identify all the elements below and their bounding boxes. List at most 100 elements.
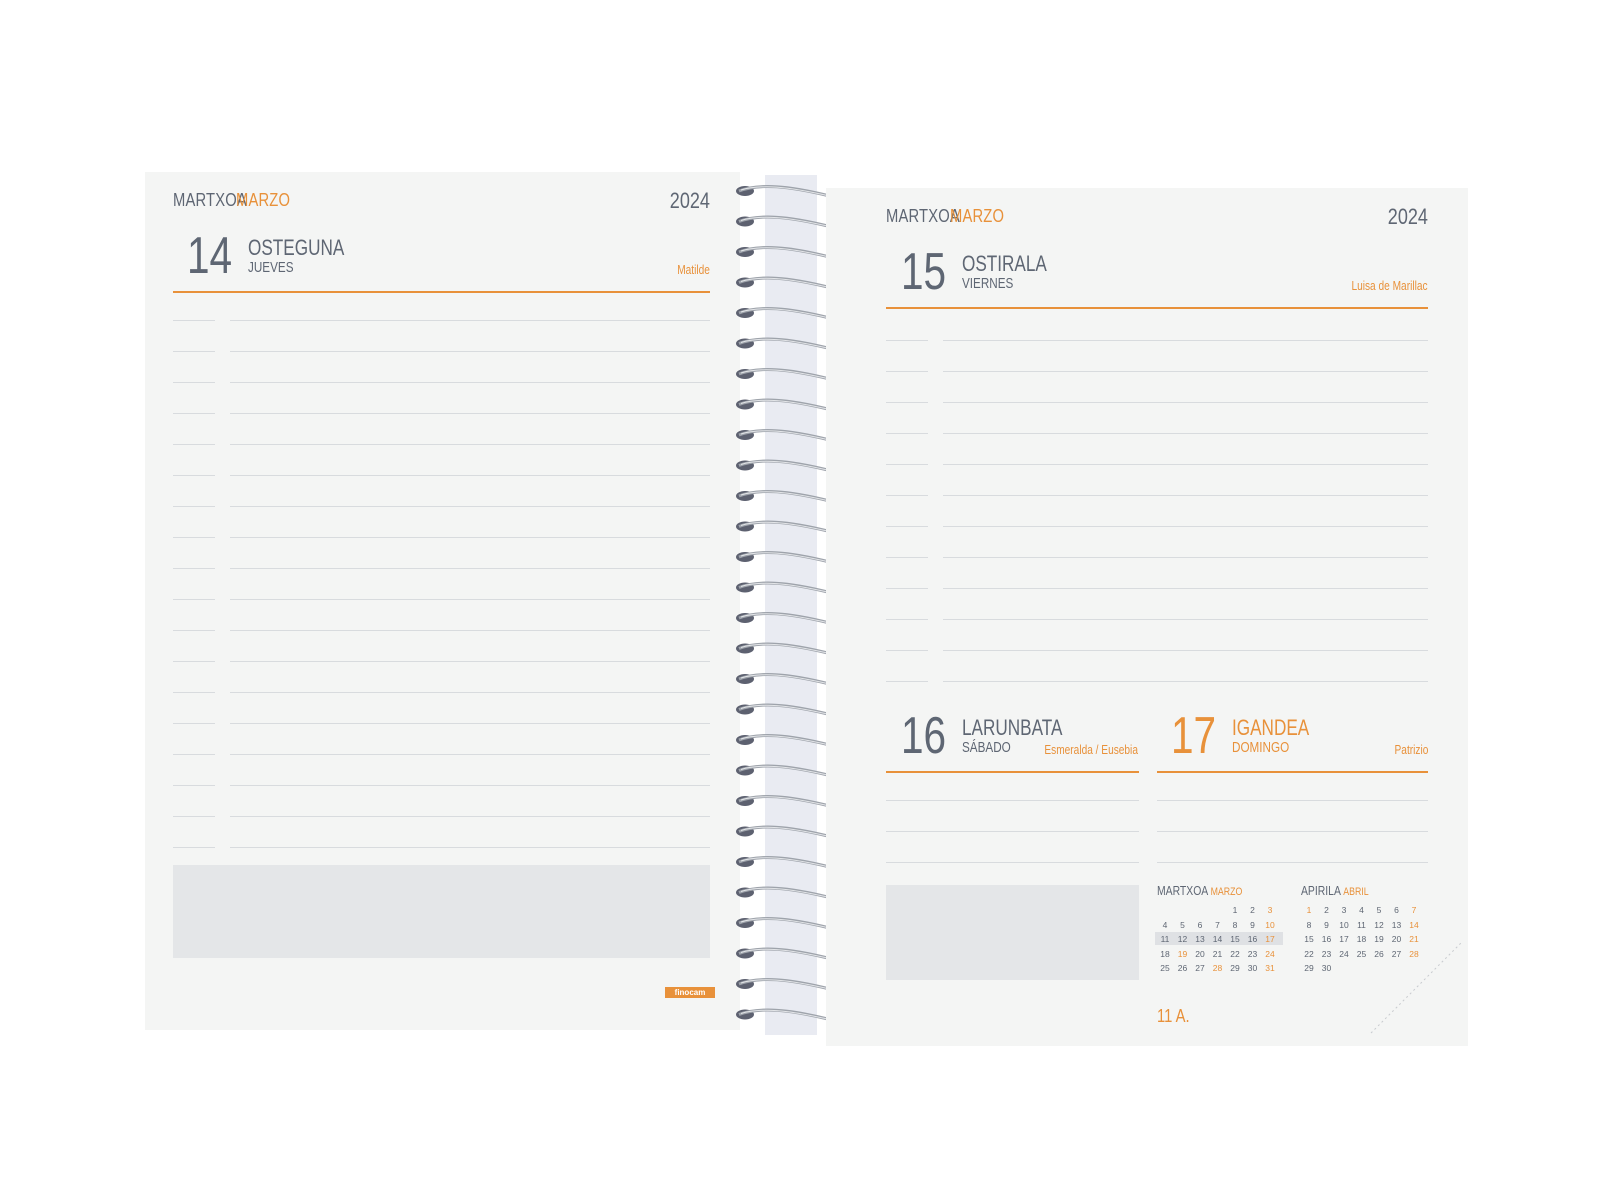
sunday-day-name-eu: IGANDEA (1232, 715, 1310, 740)
saturday-rule (886, 771, 1139, 773)
mini-cal-day: 8 (1232, 919, 1238, 930)
hour-line (173, 816, 215, 817)
writing-line (886, 862, 1139, 863)
hour-line (886, 340, 928, 341)
mini-cal-day: 14 (1409, 919, 1419, 930)
writing-line (943, 433, 1428, 434)
mini-cal-day: 1 (1232, 905, 1238, 915)
writing-line (230, 568, 710, 569)
mini-cal-day: 10 (1339, 919, 1349, 930)
mini-cal-day: 11 (1357, 919, 1366, 930)
hour-line (886, 557, 928, 558)
sunday-day-name-es: DOMINGO (1232, 739, 1290, 756)
mini-cal-march-title: MARTXOA MARZO (1157, 883, 1242, 898)
writing-line (230, 475, 710, 476)
mini-cal-day: 25 (1356, 948, 1367, 959)
mini-cal-day: 9 (1324, 919, 1329, 930)
mini-cal-day: 7 (1215, 919, 1220, 930)
mini-cal-day: 23 (1247, 948, 1258, 959)
saturday-day-name-es: SÁBADO (962, 739, 1011, 756)
sunday-rule (1157, 771, 1428, 773)
mini-cal-day: 19 (1374, 934, 1384, 944)
sunday-saint: Patrizio (1394, 742, 1428, 757)
mini-cal-day: 16 (1321, 934, 1332, 944)
writing-line (943, 495, 1428, 496)
hour-line (886, 402, 928, 403)
mini-cal-day: 13 (1391, 919, 1402, 930)
mini-cal-day: 8 (1306, 919, 1312, 930)
mini-cal-day: 15 (1230, 934, 1240, 944)
hour-line (173, 506, 215, 507)
writing-line (943, 464, 1428, 465)
writing-line (230, 723, 710, 724)
writing-line (943, 526, 1428, 527)
left-notes-box (173, 865, 710, 958)
right-month-eu: MARTXOA (886, 206, 960, 226)
hour-line (173, 599, 215, 600)
saturday-saint: Esmeralda / Eusebia (1044, 742, 1138, 757)
mini-cal-march-title-eu: MARTXOA (1157, 883, 1208, 898)
mini-cal-day: 17 (1265, 934, 1275, 944)
mini-cal-day: 3 (1341, 905, 1347, 915)
mini-cal-day: 14 (1212, 934, 1223, 944)
writing-line (230, 506, 710, 507)
mini-cal-day: 4 (1359, 905, 1364, 915)
mini-cal-day: 2 (1324, 905, 1329, 915)
mini-cal-day: 31 (1265, 963, 1275, 973)
hour-line (173, 382, 215, 383)
mini-cal-april-title-eu: APIRILA (1301, 883, 1341, 898)
mini-cal-day: 12 (1374, 919, 1384, 930)
writing-line (943, 371, 1428, 372)
writing-line (230, 847, 710, 848)
hour-line (886, 588, 928, 589)
left-day-name-eu: OSTEGUNA (248, 235, 345, 260)
mini-cal-day: 26 (1177, 963, 1188, 973)
mini-cal-day: 4 (1162, 919, 1168, 930)
mini-cal-day: 21 (1409, 934, 1419, 944)
writing-line (230, 413, 710, 414)
writing-line (943, 619, 1428, 620)
current-week-highlight (1155, 932, 1283, 945)
week-label: 11 A. (1157, 1006, 1190, 1026)
hour-line (173, 723, 215, 724)
mini-cal-day: 28 (1409, 948, 1419, 959)
saturday-notes-box (886, 885, 1139, 980)
hour-line (886, 526, 928, 527)
mini-cal-day: 28 (1212, 963, 1223, 973)
writing-line (886, 800, 1139, 801)
writing-line (943, 650, 1428, 651)
mini-cal-day: 29 (1304, 963, 1314, 973)
writing-line (1157, 862, 1428, 863)
mini-cal-day: 24 (1265, 948, 1275, 959)
writing-line (230, 661, 710, 662)
right-saint: Luisa de Marillac (1351, 278, 1428, 293)
page-corner-perforation (1370, 942, 1462, 1034)
mini-cal-day: 5 (1180, 919, 1185, 930)
writing-line (230, 320, 710, 321)
mini-cal-day: 12 (1177, 934, 1188, 944)
hour-line (173, 661, 215, 662)
mini-cal-day: 29 (1230, 963, 1240, 973)
mini-cal-march-title-es: MARZO (1210, 886, 1243, 898)
mini-cal-day: 6 (1394, 905, 1399, 915)
mini-cal-day: 27 (1195, 963, 1205, 973)
writing-line (1157, 831, 1428, 832)
mini-cal-day: 21 (1212, 948, 1223, 959)
mini-cal-day: 26 (1374, 948, 1384, 959)
left-day-name-es: JUEVES (248, 259, 294, 276)
left-month-eu: MARTXOA (173, 190, 247, 210)
writing-line (230, 630, 710, 631)
right-day-name-eu: OSTIRALA (962, 251, 1047, 276)
writing-line (230, 754, 710, 755)
hour-line (173, 754, 215, 755)
hour-line (173, 785, 215, 786)
mini-cal-day: 20 (1391, 934, 1402, 944)
hour-line (173, 413, 215, 414)
hour-line (173, 568, 215, 569)
left-day-rule (173, 291, 710, 293)
mini-cal-day: 7 (1411, 905, 1417, 915)
writing-line (1157, 800, 1428, 801)
mini-cal-day: 20 (1195, 948, 1205, 959)
right-month-es: MARZO (950, 206, 1005, 226)
